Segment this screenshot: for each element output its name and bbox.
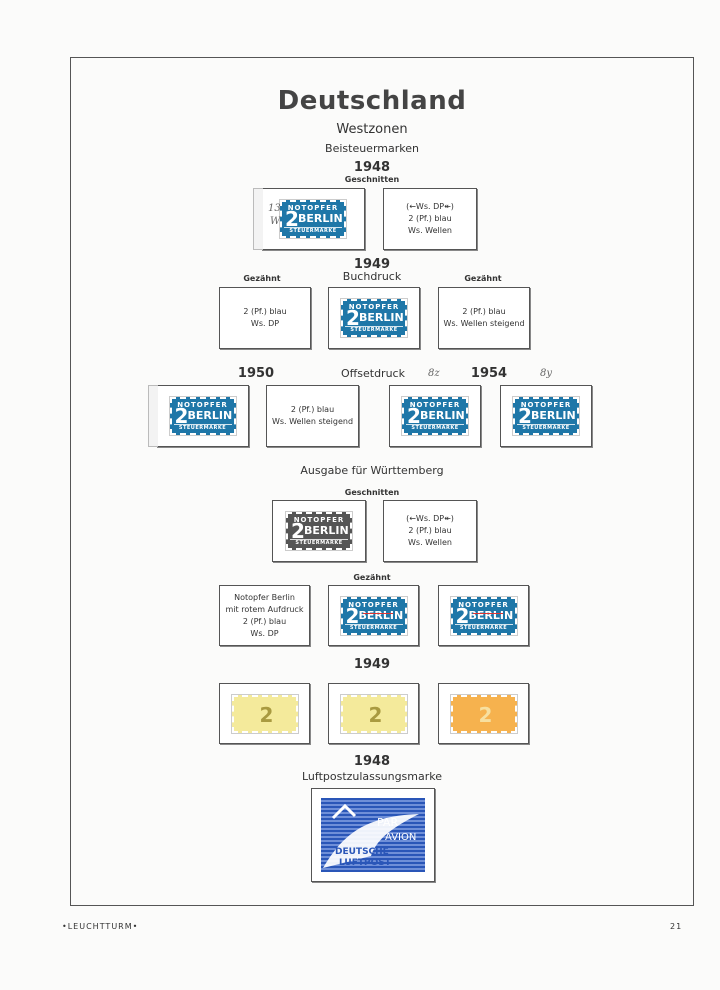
stamp-mount: NOTOPFER 2 BERLIN STEUERMARKE <box>438 585 529 646</box>
stamp: NOTOPFER 2 BERLIN STEUERMARKE <box>340 298 408 338</box>
section-label: Offsetdruck <box>341 367 405 380</box>
section-label: Luftpostzulassungsmarke <box>301 770 443 783</box>
airmail-label-mount: PAR AVION DEUTSCHE LUFTPOST <box>311 788 435 882</box>
page-subtitle: Westzonen <box>336 122 408 137</box>
description-card: Notopfer Berlin mit rotem Aufdruck 2 (Pf… <box>219 585 310 646</box>
airmail-par: PAR <box>377 816 398 829</box>
description-card: 2 (Pf.) blau Ws. Wellen steigend <box>438 287 530 349</box>
description-card: (←Ws. DP↞) 2 (Pf.) blau Ws. Wellen <box>383 188 477 250</box>
page-frame <box>70 57 694 906</box>
stamp: 2 <box>449 693 518 734</box>
section-label: Gezähnt <box>243 274 281 283</box>
stamp-mount: NOTOPFER 2 BERLIN STEUERMARKE <box>272 500 366 562</box>
stamp-mount: 2 <box>438 683 529 744</box>
pencil-note: 13 <box>268 203 281 214</box>
year-heading: 1949 <box>353 657 391 672</box>
airmail-label: PAR AVION DEUTSCHE LUFTPOST <box>321 798 425 872</box>
page-subtitle-2: Beisteuermarken <box>325 142 419 155</box>
stamp-mount: NOTOPFER 2 BERLIN STEUERMARKE <box>253 188 365 250</box>
stamp-mount: 2 <box>328 683 419 744</box>
stamp: NOTOPFER 2 BERLIN STEUERMARKE <box>339 595 408 636</box>
year-heading: 1949 <box>353 257 391 272</box>
airmail-avion: AVION <box>385 832 416 843</box>
stamp: NOTOPFER 2 BERLIN STEUERMARKE <box>285 511 353 551</box>
stamp-mount: 2 <box>219 683 310 744</box>
red-overprint <box>472 612 503 614</box>
page-title: Deutschland <box>277 86 467 116</box>
pencil-note: W <box>270 216 281 227</box>
stamp: NOTOPFER 2 BERLIN STEUERMARKE <box>401 396 469 436</box>
pencil-note: 8z <box>428 368 440 379</box>
section-heading: Ausgabe für Württemberg <box>300 464 444 477</box>
stamp-mount: NOTOPFER 2 BERLIN STEUERMARKE <box>389 385 481 447</box>
section-label: Gezähnt <box>464 274 502 283</box>
mount-strip <box>148 385 158 447</box>
stamp-mount: NOTOPFER 2 BERLIN STEUERMARKE <box>148 385 249 447</box>
stamp: NOTOPFER 2 BERLIN STEUERMARKE <box>512 396 580 436</box>
year-heading: 1948 <box>353 754 391 769</box>
stamp: 2 <box>339 693 408 734</box>
description-card: (←Ws. DP↞) 2 (Pf.) blau Ws. Wellen <box>383 500 477 562</box>
description-card: 2 (Pf.) blau Ws. Wellen steigend <box>266 385 359 447</box>
section-label: Geschnitten <box>344 488 400 497</box>
section-label: Gezähnt <box>353 573 391 582</box>
stamp: 2 <box>230 693 299 734</box>
page-number: 21 <box>670 922 683 931</box>
section-label: Buchdruck <box>342 270 402 283</box>
pencil-note: 8y <box>540 368 553 379</box>
stamp: NOTOPFER 2 BERLIN STEUERMARKE <box>168 396 237 436</box>
stamp-mount: NOTOPFER 2 BERLIN STEUERMARKE <box>328 287 420 349</box>
stamp: NOTOPFER 2 BERLIN STEUERMARKE <box>279 199 347 239</box>
year-heading: 1948 <box>353 160 391 175</box>
year-heading: 1954 <box>470 366 508 381</box>
red-overprint <box>362 612 393 614</box>
section-label: Geschnitten <box>344 175 400 184</box>
airmail-deutsche: DEUTSCHE <box>335 847 389 857</box>
mount-strip <box>253 188 263 250</box>
footer-brand: •LEUCHTTURM• <box>62 922 139 931</box>
stamp: NOTOPFER 2 BERLIN STEUERMARKE <box>449 595 518 636</box>
stamp-mount: NOTOPFER 2 BERLIN STEUERMARKE <box>500 385 592 447</box>
description-card: 2 (Pf.) blau Ws. DP <box>219 287 311 349</box>
year-heading: 1950 <box>237 366 275 381</box>
stamp-mount: NOTOPFER 2 BERLIN STEUERMARKE <box>328 585 419 646</box>
airmail-luftpost: LUFTPOST <box>339 858 392 868</box>
